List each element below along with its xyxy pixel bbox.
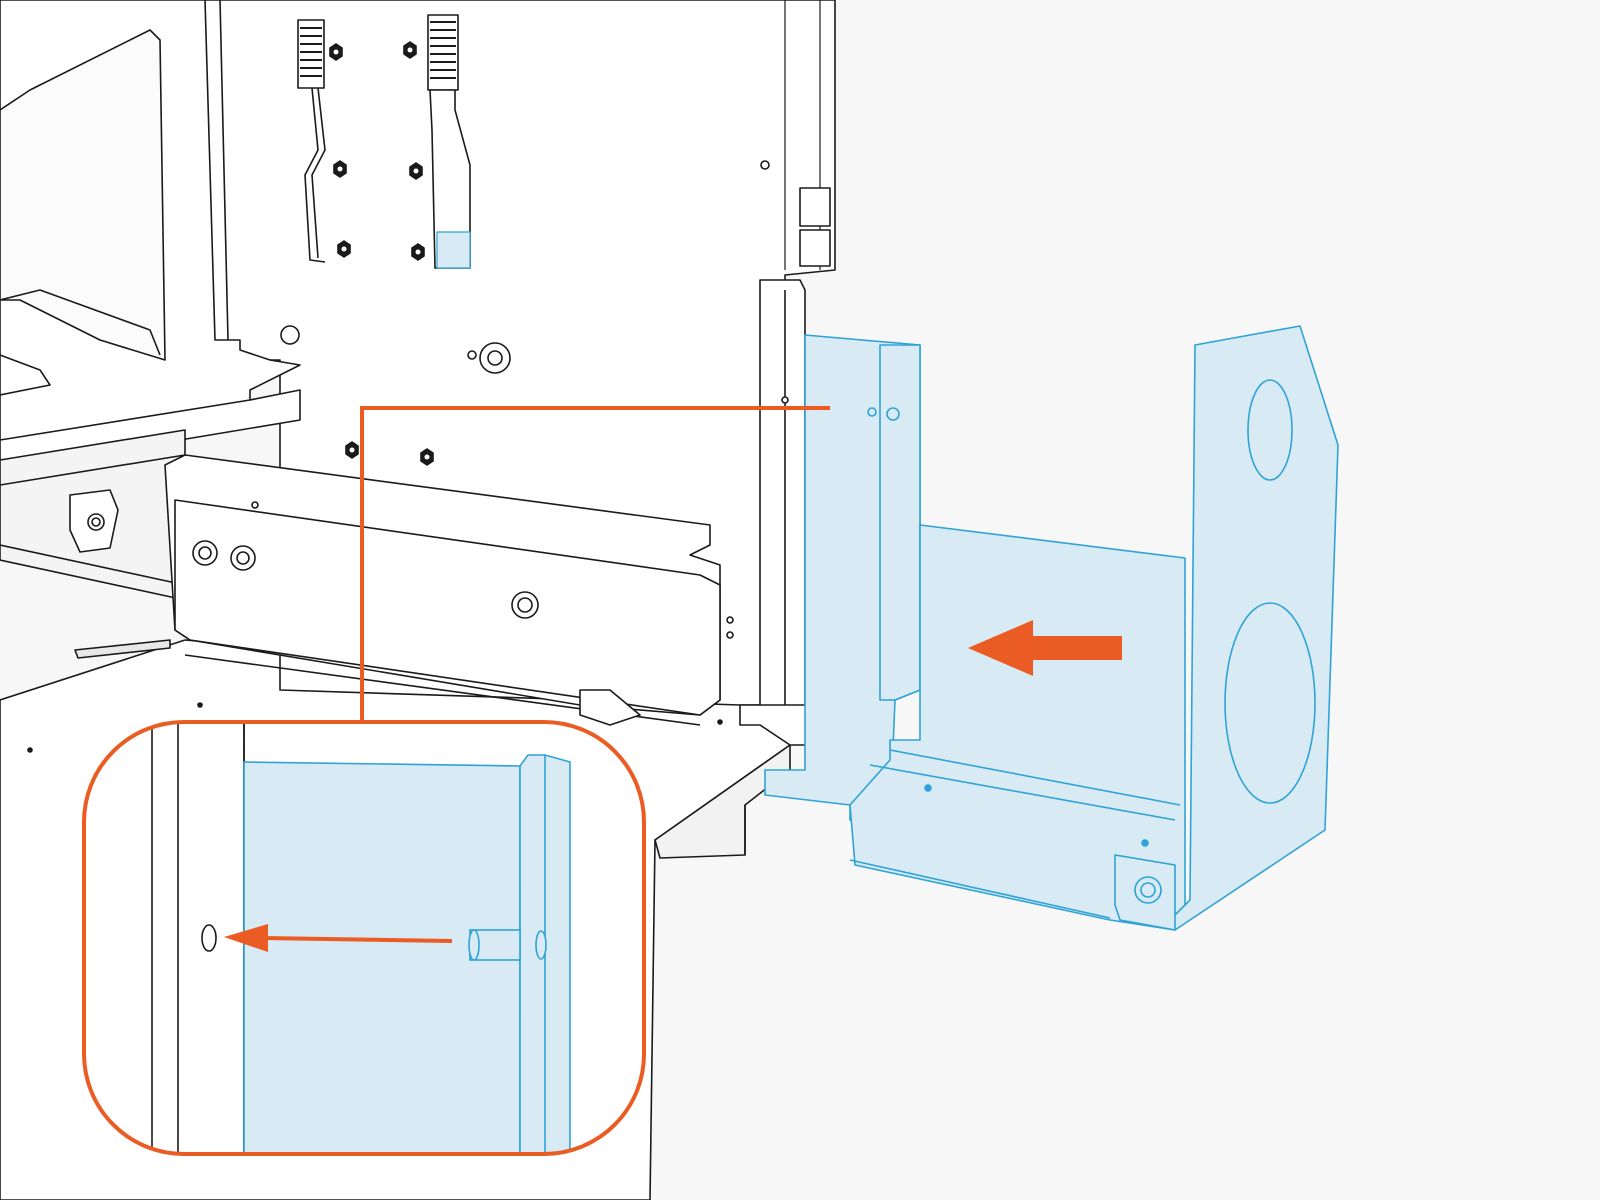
bracket-screw xyxy=(192,540,218,566)
bracket-screw xyxy=(511,591,539,619)
highlighted-bracket xyxy=(764,325,1339,931)
arrow-left-icon xyxy=(968,620,1122,676)
detail-highlighted-flange xyxy=(243,761,521,1154)
insertion-arrow xyxy=(968,620,1122,676)
cable-hole xyxy=(1224,602,1316,804)
cable-hole xyxy=(1247,379,1293,481)
alignment-hole xyxy=(201,924,217,952)
alignment-pin xyxy=(468,929,521,961)
callout-leader-line xyxy=(360,406,830,722)
bracket-tab xyxy=(579,689,641,726)
bracket-screw xyxy=(479,342,511,374)
hinge xyxy=(799,229,831,267)
bracket-screw xyxy=(230,545,256,571)
detail-callout-frame xyxy=(82,720,646,1156)
cable-clip xyxy=(297,19,326,263)
cable-clip xyxy=(427,14,471,269)
hinge xyxy=(799,187,831,227)
highlighted-floor xyxy=(849,524,1186,931)
detail-callout xyxy=(82,720,646,1156)
arrow-left-icon xyxy=(224,924,453,952)
left-window xyxy=(0,29,166,361)
detail-arrow xyxy=(261,936,453,943)
upright-post xyxy=(759,279,806,716)
